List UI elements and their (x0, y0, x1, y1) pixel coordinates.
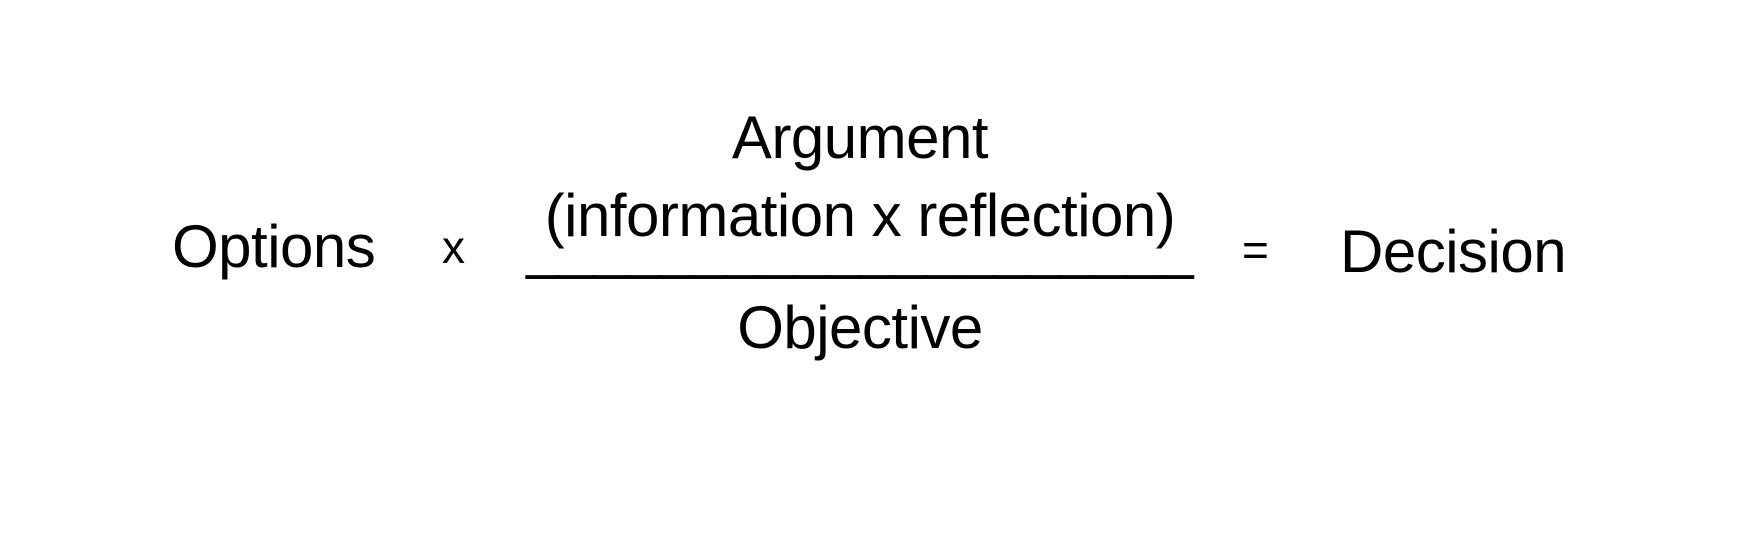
options-label: Options (172, 213, 376, 280)
fraction-bar: ____________________ (526, 213, 1194, 280)
equals-operator: = (1242, 224, 1269, 276)
numerator-detail: (information x reflection) (544, 182, 1176, 249)
numerator-title: Argument (731, 104, 989, 171)
denominator-label: Objective (737, 294, 983, 361)
decision-label: Decision (1340, 218, 1567, 285)
multiply-operator: x (442, 221, 465, 273)
